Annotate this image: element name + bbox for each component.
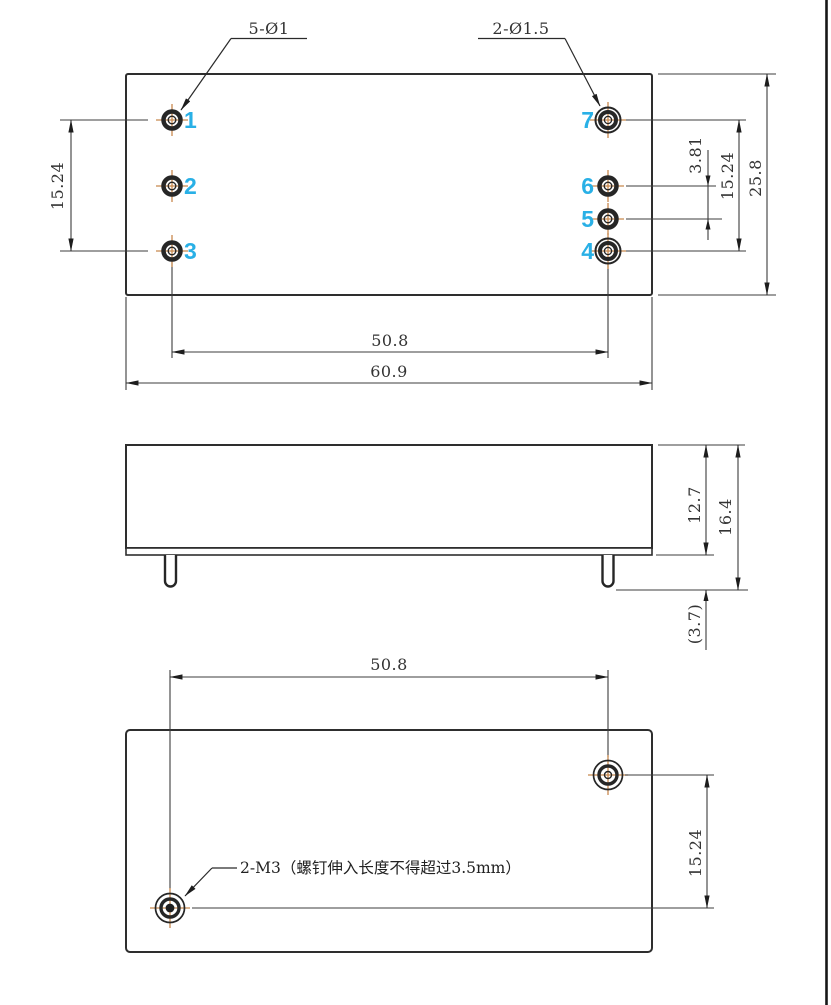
mounting-hole-bottom-left xyxy=(150,888,190,928)
callout-mounting: 2-M3（螺钉伸入长度不得超过3.5mm） xyxy=(184,859,521,897)
pin-2-marker xyxy=(156,170,188,202)
dim-pin-length: (3.7) xyxy=(685,590,709,650)
dim-right-pin-gap: 3.81 xyxy=(686,136,711,240)
dim-total-height-value: 16.4 xyxy=(716,498,735,536)
pin-4-label: 4 xyxy=(581,238,594,264)
side-view: 12.7 16.4 (3.7) xyxy=(125,444,748,650)
pin-5-label: 5 xyxy=(581,206,594,232)
dim-right-pin-pitch: 15.24 xyxy=(718,119,742,252)
dim-hole-offset: 15.24 xyxy=(192,774,714,909)
dim-body-width-value: 60.9 xyxy=(370,362,408,381)
dim-total-height: 16.4 xyxy=(716,444,741,591)
top-view-body xyxy=(125,73,653,296)
dim-hole-span-value: 50.8 xyxy=(370,655,408,674)
pin-4-marker xyxy=(590,233,626,269)
dim-body-width: 60.9 xyxy=(125,297,653,390)
pin-6-marker xyxy=(592,170,624,202)
mounting-hole-top-right xyxy=(588,755,628,795)
bottom-view: 50.8 15.24 2-M3（螺钉伸入长度不得超过3.5mm） xyxy=(125,655,714,953)
dim-pin-span-value: 50.8 xyxy=(371,331,409,350)
callout-mounting-label: 2-M3（螺钉伸入长度不得超过3.5mm） xyxy=(240,859,521,877)
side-view-pin-left xyxy=(163,555,178,588)
leader-arrow xyxy=(184,867,213,897)
side-view-base-flange xyxy=(125,547,653,556)
pin-3-marker xyxy=(156,235,188,267)
callout-large-holes: 2-Ø1.5 xyxy=(478,19,601,107)
dim-hole-offset-value: 15.24 xyxy=(686,829,705,877)
dim-case-height: 12.7 xyxy=(685,444,709,556)
dim-hole-span: 50.8 xyxy=(169,655,609,889)
pin-1-marker xyxy=(156,104,188,136)
dim-left-pin-pitch: 15.24 xyxy=(48,119,148,252)
leader-arrow xyxy=(564,38,601,107)
callout-small-holes-label: 5-Ø1 xyxy=(249,19,290,38)
bottom-view-body xyxy=(125,729,653,953)
pin-5-marker xyxy=(592,203,624,235)
callout-large-holes-label: 2-Ø1.5 xyxy=(492,19,549,38)
side-view-pin-right xyxy=(601,555,615,588)
dim-case-height-value: 12.7 xyxy=(685,486,704,524)
dim-body-height-value: 25.8 xyxy=(746,159,765,197)
dim-right-pin-gap-value: 3.81 xyxy=(686,136,705,174)
pin-6-label: 6 xyxy=(581,173,594,199)
callout-small-holes: 5-Ø1 xyxy=(180,19,307,111)
dim-pin-span: 50.8 xyxy=(171,262,609,358)
pin-7-label: 7 xyxy=(581,107,594,133)
pin-1-label: 1 xyxy=(184,107,197,133)
leader-arrow xyxy=(180,38,232,111)
dim-left-pin-pitch-value: 15.24 xyxy=(48,162,67,210)
pin-2-label: 2 xyxy=(184,173,197,199)
dim-body-height: 25.8 xyxy=(658,73,776,296)
side-view-body xyxy=(125,444,653,549)
top-view: 5-Ø1 2-Ø1.5 15.24 3.81 1 xyxy=(48,19,776,390)
pin-7-marker xyxy=(590,102,626,138)
dim-pin-length-value: (3.7) xyxy=(685,604,704,644)
pin-3-label: 3 xyxy=(184,238,197,264)
dim-right-pin-pitch-value: 15.24 xyxy=(718,152,737,200)
